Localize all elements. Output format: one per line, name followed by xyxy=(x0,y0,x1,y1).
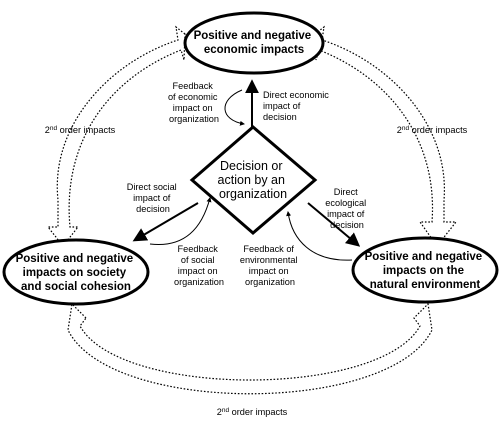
feedback-economic-label: Feedback of economic impact on organizat… xyxy=(168,81,220,124)
second-order-arrow-right xyxy=(314,25,458,248)
direct-economic-label: Direct economic impact of decision xyxy=(263,90,331,122)
second-order-label-bottom: 2nd order impacts xyxy=(217,407,288,417)
feedback-environmental-label: Feedback of environmental impact on orga… xyxy=(240,244,300,287)
second-order-label-right: 2nd order impacts xyxy=(397,125,468,135)
environment-impacts-label: Positive and negative impacts on the nat… xyxy=(365,251,486,291)
environment-impacts-node: Positive and negative impacts on the nat… xyxy=(351,236,499,304)
decision-node: Decision or action by an organization xyxy=(189,125,318,235)
feedback-economic-arrow xyxy=(224,89,245,126)
society-impacts-label: Positive and negative impacts on society… xyxy=(16,253,137,293)
economic-impacts-label: Positive and negative economic impacts xyxy=(194,30,315,56)
feedback-social-label: Feedback of social impact on organizatio… xyxy=(174,244,224,287)
direct-ecological-arrow xyxy=(307,202,361,247)
decision-label: Decision or action by an organization xyxy=(218,159,289,201)
second-order-arrow-left xyxy=(46,25,186,247)
direct-ecological-label: Direct ecological impact of decision xyxy=(325,187,368,230)
direct-social-label: Direct social impact of decision xyxy=(127,182,180,214)
society-impacts-node: Positive and negative impacts on society… xyxy=(2,238,150,306)
second-order-arrow-bottom xyxy=(67,302,433,395)
second-order-label-left: 2nd order impacts xyxy=(45,125,116,135)
economic-impacts-node: Positive and negative economic impacts xyxy=(183,11,325,75)
direct-social-arrow xyxy=(132,202,199,242)
feedback-environmental-arrow xyxy=(286,211,353,261)
feedback-social-arrow xyxy=(149,197,212,245)
